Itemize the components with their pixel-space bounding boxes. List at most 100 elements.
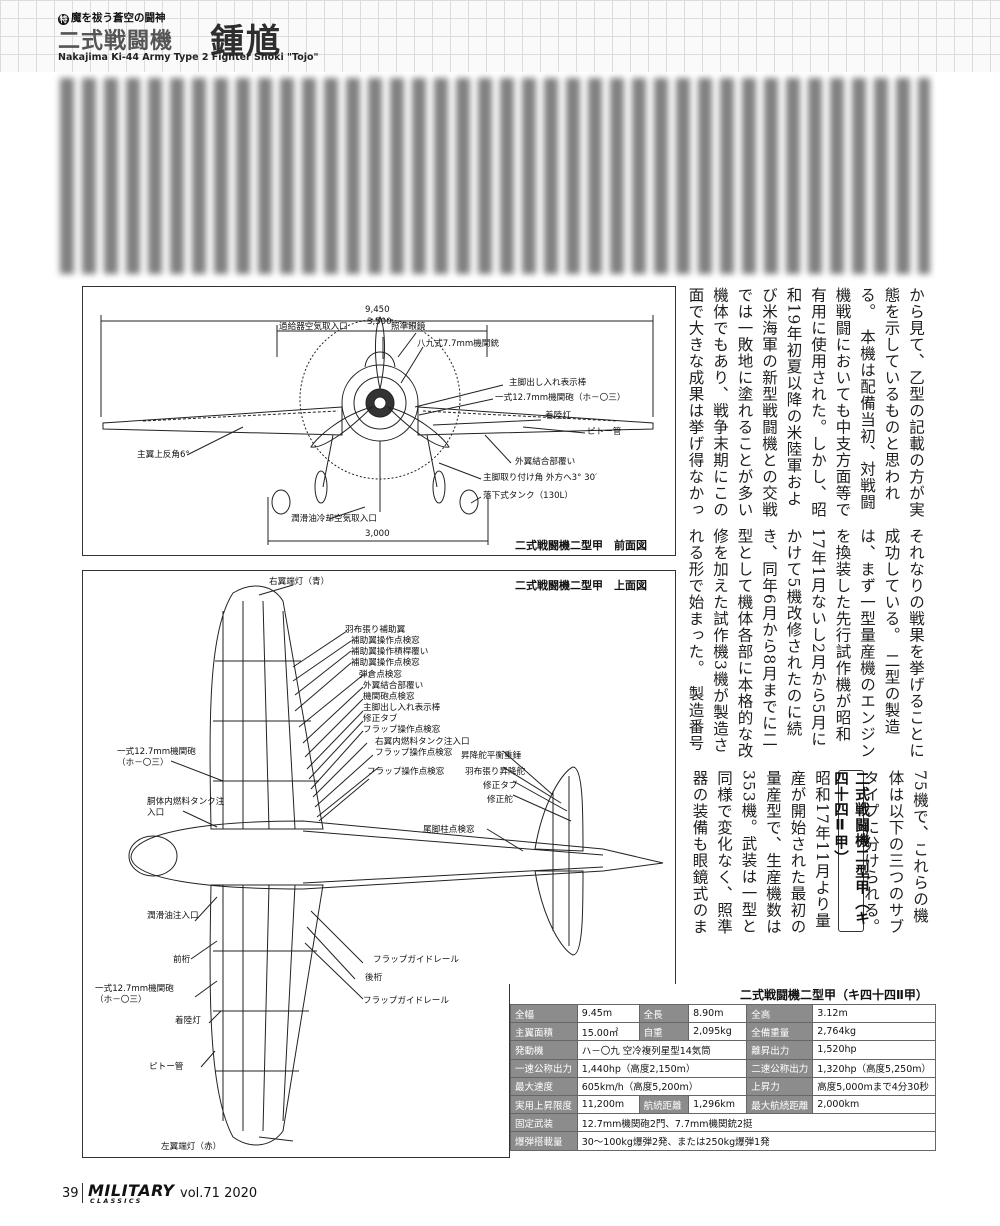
table-row: 一速公称出力 1,440hp（高度2,150m） 二速公称出力 1,320hp（…	[510, 1058, 936, 1078]
spec-value: 9.45m	[576, 1003, 640, 1024]
body-column-a: から見て、乙型の記載の方が実態を示しているものと思われる。 本機は配備当初、対戦…	[688, 287, 925, 518]
label-flap-inspect: フラップ操作点検窓	[363, 725, 441, 735]
spec-value: 8.90m	[688, 1003, 748, 1024]
label-landing-light: 着陸灯	[545, 411, 571, 421]
label-fuselage-tank: 胴体内燃料タンク注入口	[147, 797, 225, 818]
title-big: 鍾馗	[210, 22, 282, 62]
spec-key: 離昇出力	[746, 1040, 814, 1060]
label-fabric-aileron: 羽布張り補助翼	[345, 625, 406, 635]
body-column-c: 75機で、これらの機体は以下の三つのサブタイプに分けられる。	[862, 770, 929, 935]
series-text: 魔を祓う蒼空の闘神	[71, 12, 166, 24]
label-flap-rail-2: フラップガイドレール	[363, 996, 449, 1006]
spec-table: 全幅 9.45m 全長 8.90m 全高 3.12m 主翼面積 15.00㎡ 自…	[510, 1003, 937, 1151]
label-stab-bracing: 昇降舵平衡重錘	[461, 751, 522, 761]
top-view-caption: 二式戦闘機二型甲 上面図	[515, 579, 647, 592]
table-row: 発動機 ハ－〇九 空冷複列星型14気筒 離昇出力 1,520hp	[510, 1040, 936, 1060]
table-row: 全幅 9.45m 全長 8.90m 全高 3.12m	[510, 1003, 936, 1024]
label-supercharger-intake: 過給器空気取入口	[279, 322, 348, 332]
label-dihedral: 主翼上反角6°	[137, 450, 190, 460]
spec-value: 2,095kg	[688, 1022, 748, 1042]
spec-value: 15.00㎡	[576, 1022, 640, 1042]
section-heading: 二式戦闘機二型甲（キ四十四Ⅱ甲）	[832, 770, 869, 932]
body-column-b: それなりの戦果を挙げることに成功している。 二型の製造は、まず一型量産機のエンジ…	[688, 528, 925, 759]
spec-value: 30～100kg爆弾2発、または250kg爆弾1発	[576, 1131, 937, 1151]
body-column-d: 昭和17年11月より量産が開始された最初の量産型で、生産機数は353機。武装は一…	[690, 770, 832, 935]
title-english: Nakajima Ki-44 Army Type 2 Fighter Shoki…	[58, 52, 319, 63]
dim-3000: 3,000	[365, 529, 390, 539]
spec-key: 実用上昇限度	[510, 1094, 578, 1115]
label-rear-spar: 後桁	[365, 973, 383, 983]
spec-key: 爆弾搭載量	[510, 1131, 578, 1151]
label-mg77: 八九式7.7mm機関銃	[417, 339, 499, 349]
dim-3500: 3,500	[367, 317, 392, 327]
label-mg127-lower: 一式12.7mm機関砲（ホ－〇三）	[95, 984, 174, 1005]
title-main: 二式戦闘機	[58, 29, 174, 54]
spec-key: 最大航続距離	[746, 1094, 814, 1115]
spec-value: 605km/h（高度5,200m）	[576, 1076, 748, 1096]
table-row: 実用上昇限度 11,200m 航続距離 1,296km 最大航続距離 2,000…	[510, 1094, 936, 1115]
label-front-spar: 前桁	[173, 955, 191, 965]
spec-key: 全備重量	[746, 1022, 814, 1042]
spec-key: 全幅	[510, 1003, 578, 1024]
spec-value: 2,000km	[812, 1094, 936, 1115]
label-drop-tank: 落下式タンク（130L）	[483, 491, 573, 501]
label-pitot: ピトー管	[587, 427, 622, 437]
dim-span: 9,450	[365, 305, 390, 315]
page-number: 39	[62, 1186, 79, 1201]
front-view-drawing	[100, 315, 654, 545]
magazine-logo: MILITARY	[88, 1181, 175, 1200]
label-aileron-link-cover: 補助翼操作槓桿覆い	[351, 647, 429, 657]
spec-key: 航続距離	[638, 1094, 690, 1115]
label-trim-tab: 修正タブ	[363, 714, 398, 724]
spec-value: ハ－〇九 空冷複列星型14気筒	[576, 1040, 748, 1060]
spec-value: 高度5,000mまで4分30秒	[812, 1076, 936, 1096]
spec-key: 一速公称出力	[510, 1058, 578, 1078]
spec-key: 主翼面積	[510, 1022, 578, 1042]
series-badge: 特	[58, 14, 69, 25]
label-fabric-elevator: 羽布張り昇降舵	[465, 767, 526, 777]
label-tailwheel-inspect: 尾脚柱点検窓	[423, 825, 475, 835]
page-footer: 39 MILITARY CLASSICS vol.71 2020	[62, 1181, 362, 1205]
footer-divider	[82, 1183, 83, 1203]
label-trim-tab-2: 修正タブ	[483, 781, 518, 791]
label-aileron-inspect: 補助翼操作点検窓	[351, 636, 420, 646]
label-gear-angle: 主脚取り付け角 外方へ3° 30′	[483, 473, 598, 483]
label-oil-filler: 潤滑油注入口	[147, 911, 199, 921]
spec-value: 1,320hp（高度5,250m）	[812, 1058, 936, 1078]
table-row: 爆弾搭載量 30～100kg爆弾2発、または250kg爆弾1発	[510, 1131, 937, 1151]
spec-value: 3.12m	[812, 1003, 936, 1024]
label-gun-inspect: 機関砲点検窓	[363, 692, 415, 702]
label-aileron-inspect-2: 補助翼操作点検窓	[351, 658, 420, 668]
spec-key: 全長	[638, 1003, 690, 1024]
volume-label: vol.71 2020	[180, 1186, 258, 1201]
table-row: 固定武装 12.7mm機関砲2門、7.7mm機関銃2挺	[510, 1113, 937, 1133]
label-wing-joint-cover: 外翼結合部覆い	[515, 457, 576, 467]
article-header: 特魔を祓う蒼空の闘神 二式戦闘機 鍾馗 Nakajima Ki-44 Army …	[58, 10, 319, 66]
top-view-drawing	[128, 584, 664, 1146]
spec-key: 自重	[638, 1022, 690, 1042]
front-view-caption: 二式戦闘機二型甲 前面図	[515, 539, 647, 552]
label-gear-indicator: 主脚出し入れ表示棒	[509, 378, 587, 388]
label-ammo-inspect: 弾倉点検窓	[359, 670, 402, 680]
spec-value: 1,440hp（高度2,150m）	[576, 1058, 748, 1078]
magazine-logo-sub: CLASSICS	[90, 1197, 143, 1205]
label-flap-inspect-2: フラップ操作点検窓	[375, 748, 453, 758]
top-view-diagram: 二式戦闘機二型甲 上面図 右翼端灯（青） 羽布張り補助翼 補助翼操作点検窓 補助…	[82, 570, 676, 1146]
blurred-text-block	[60, 78, 930, 274]
label-flap-inspect-3: フラップ操作点検窓	[367, 767, 445, 777]
series-tag: 特魔を祓う蒼空の闘神	[58, 10, 166, 25]
label-landing-light-top: 着陸灯	[175, 1016, 201, 1026]
spec-key: 二速公称出力	[746, 1058, 814, 1078]
label-right-tank-filler: 右翼内燃料タンク注入口	[375, 737, 470, 747]
spec-value: 11,200m	[576, 1094, 640, 1115]
spec-value: 12.7mm機関砲2門、7.7mm機関銃2挺	[576, 1113, 937, 1133]
spec-title: 二式戦闘機二型甲（キ四十四Ⅱ甲）	[740, 988, 928, 1002]
top-view-lower-frame: 一式12.7mm機関砲（ホ－〇三） 着陸灯 フラップガイドレール ピトー管 左翼…	[82, 984, 510, 1158]
spec-key: 固定武装	[510, 1113, 578, 1133]
label-left-tip-light: 左翼端灯（赤）	[161, 1142, 222, 1152]
label-mg127: 一式12.7mm機関砲（ホ－〇三）	[495, 393, 626, 403]
label-right-tip-light: 右翼端灯（青）	[269, 577, 330, 587]
label-mg127-upper: 一式12.7mm機関砲（ホ－〇三）	[117, 747, 196, 768]
label-gear-indicator-top: 主脚出し入れ表示棒	[363, 703, 441, 713]
spec-key: 最大速度	[510, 1076, 578, 1096]
